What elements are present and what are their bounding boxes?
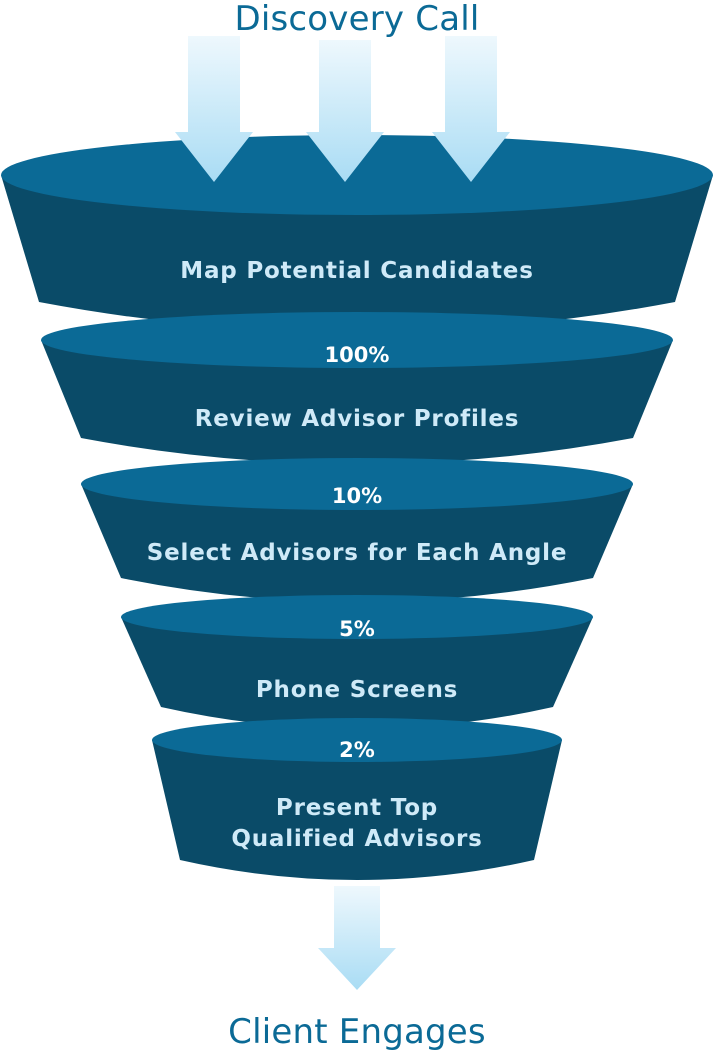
stage-3-percent: 10% <box>331 484 383 508</box>
stage-5-label: Present Top Qualified Advisors <box>231 795 483 852</box>
funnel-layer-3-body <box>81 484 633 602</box>
funnel-layer-4-rim <box>121 595 593 639</box>
stage-3-label: Select Advisors for Each Angle <box>146 540 568 566</box>
stage-2-percent: 100% <box>324 343 390 367</box>
client-engages-label: Client Engages <box>228 1012 486 1052</box>
stage-5-percent: 2% <box>339 738 375 762</box>
stage-4-label: Phone Screens <box>255 677 459 703</box>
funnel-layer-5-body <box>152 740 562 880</box>
stage-1-label: Map Potential Candidates <box>180 258 534 284</box>
down-arrow-icon-output <box>318 886 396 990</box>
stage-4-percent: 5% <box>339 617 375 641</box>
funnel-layer-5-rim <box>152 718 562 762</box>
funnel-layer-3-rim <box>81 458 633 510</box>
funnel-layer-1-body <box>1 175 713 332</box>
down-arrow-icon-right <box>432 36 510 182</box>
down-arrow-icon-left <box>175 36 253 182</box>
stage-2-label: Review Advisor Profiles <box>194 406 520 432</box>
funnel-layer-4-body <box>121 617 593 729</box>
funnel-layer-2-rim <box>41 312 673 368</box>
funnel-layer-2-body <box>41 340 673 464</box>
discovery-call-label: Discovery Call <box>234 0 480 39</box>
down-arrow-icon-center <box>306 40 384 182</box>
funnel-layer-1-rim <box>1 135 713 215</box>
